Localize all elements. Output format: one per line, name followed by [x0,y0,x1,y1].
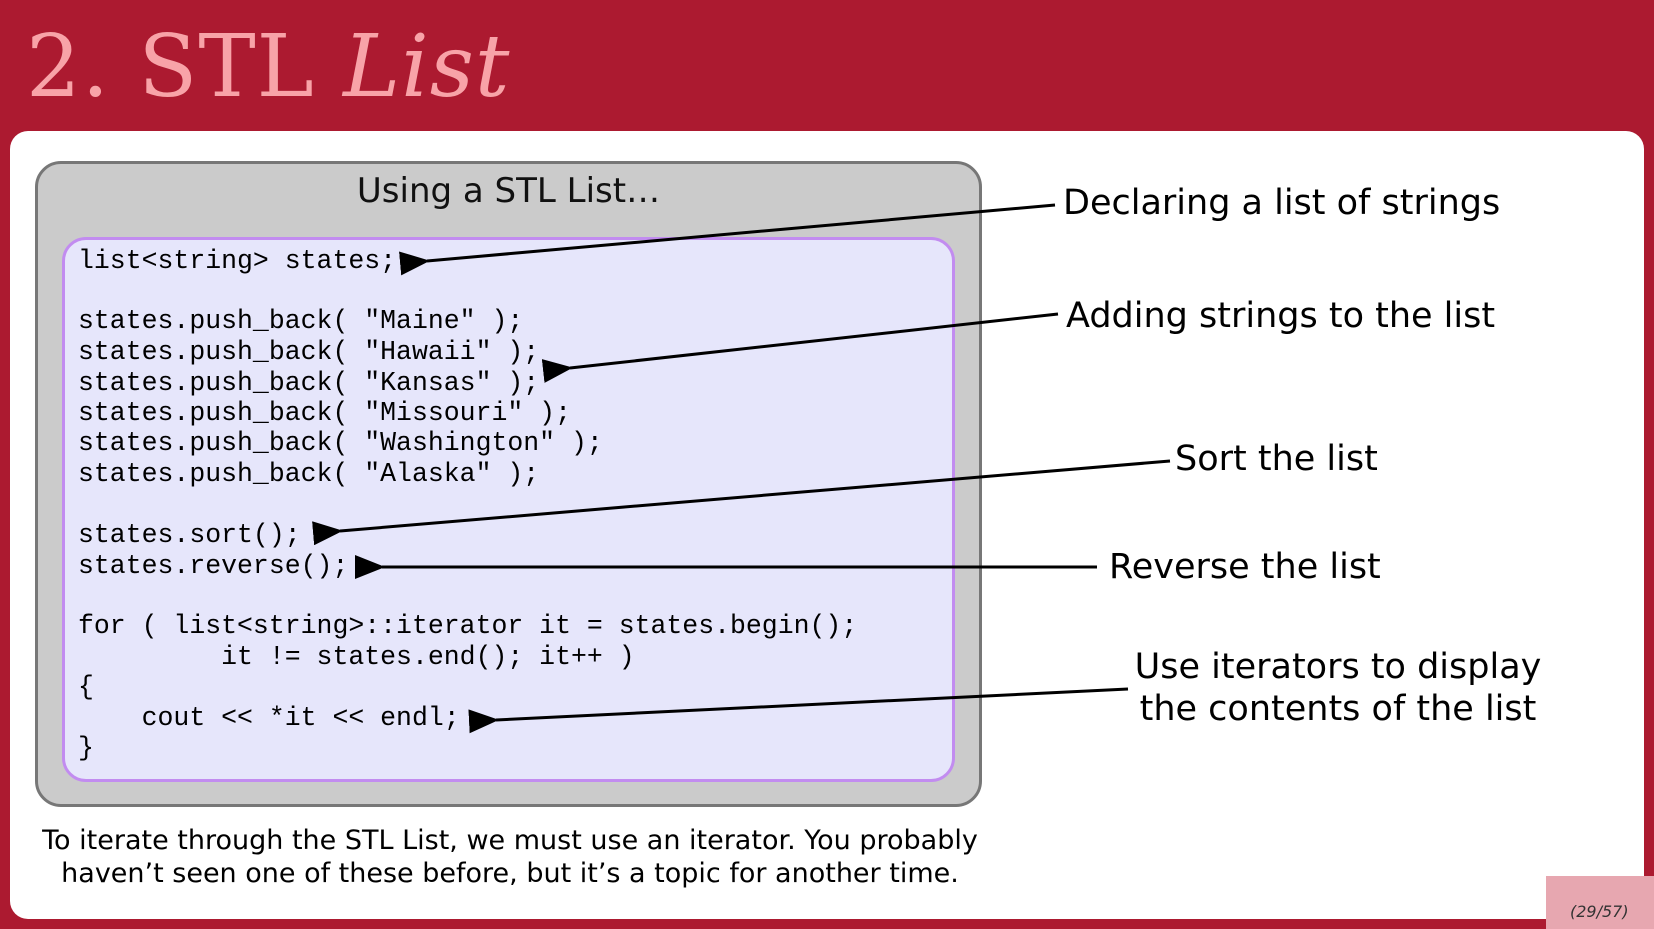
page-number: (29/57) [1570,902,1629,921]
example-box-heading: Using a STL List… [356,171,661,211]
caption-line-2: haven’t seen one of these before, but it… [61,858,959,889]
title-number: 2. [26,17,111,117]
annotation-iterate-line-2: the contents of the list [1139,689,1537,729]
title-italic: List [343,17,511,117]
annotation-declare: Declaring a list of strings [1063,183,1501,223]
corner-decoration [1546,876,1654,929]
code-line-open-brace: { [78,672,94,702]
annotation-sort: Sort the list [1175,439,1378,479]
annotation-iterate: Use iterators to display the contents of… [1128,646,1548,730]
code-line-push-missouri: states.push_back( "Missouri" ); [78,398,571,428]
annotation-reverse: Reverse the list [1109,547,1381,587]
code-line-push-maine: states.push_back( "Maine" ); [78,306,524,336]
code-line-push-washington: states.push_back( "Washington" ); [78,428,603,458]
code-line-push-alaska: states.push_back( "Alaska" ); [78,459,540,489]
code-line-push-kansas: states.push_back( "Kansas" ); [78,368,540,398]
code-line-declare: list<string> states; [78,246,397,276]
caption-line-1: To iterate through the STL List, we must… [42,825,978,856]
caption: To iterate through the STL List, we must… [30,824,990,890]
code-line-for: for ( list<string>::iterator it = states… [78,611,858,641]
arrow-iterate [468,687,1129,734]
annotation-iterate-line-1: Use iterators to display [1134,647,1542,687]
arrow-declare [399,203,1056,276]
annotation-add: Adding strings to the list [1066,296,1496,336]
code-line-close-brace: } [78,733,94,763]
code-line-sort: states.sort(); [78,520,301,550]
code-line-for-condition: it != states.end(); it++ ) [78,642,635,672]
title-plain: STL [138,17,315,117]
code-block [62,237,955,782]
slide-title: 2. STL List [26,12,510,122]
code-line-reverse: states.reverse(); [78,551,349,581]
arrow-add [541,312,1059,383]
arrow-sort [312,459,1171,546]
code-line-cout: cout << *it << endl; [78,703,460,733]
code-line-push-hawaii: states.push_back( "Hawaii" ); [78,337,540,367]
